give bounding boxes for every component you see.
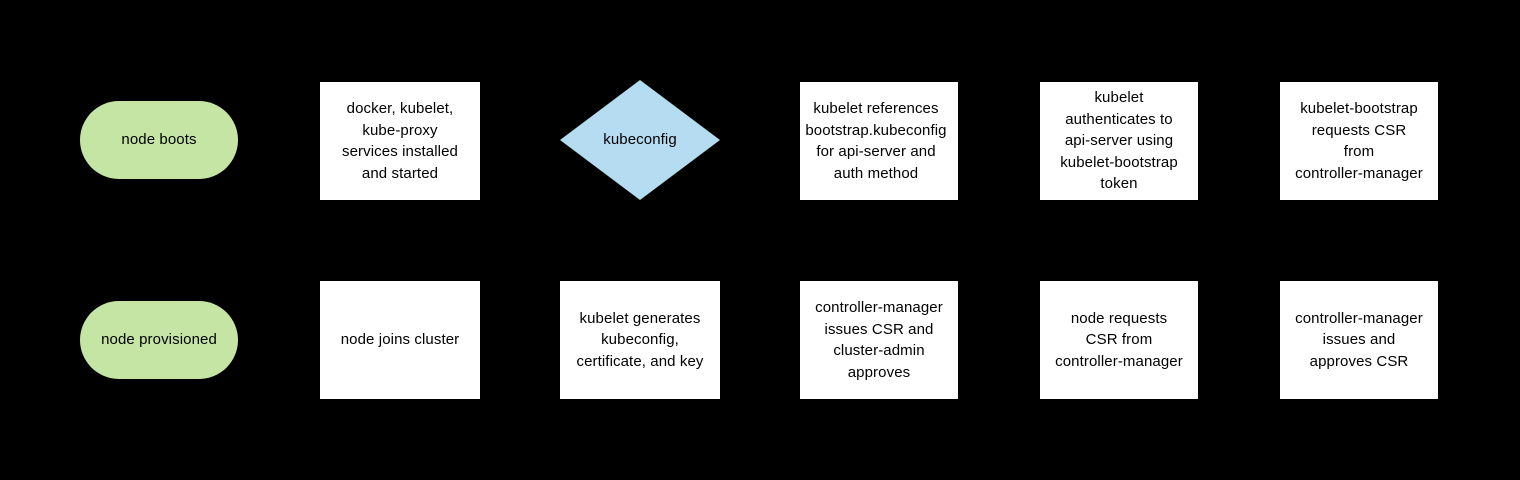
flow-node-label: kubelet references bootstrap.kubeconfig … xyxy=(805,100,947,182)
flow-node-label: kubelet generates kubeconfig, certificat… xyxy=(576,309,704,370)
flow-node-label: kubelet authenticates to api-server usin… xyxy=(1060,89,1178,193)
flow-node-controller-manager-issues-csr[interactable]: controller-manager issues CSR and cluste… xyxy=(800,281,958,399)
flow-node-kubelet-references-bootstrap[interactable]: kubelet references bootstrap.kubeconfig … xyxy=(800,82,958,200)
flow-node-kubelet-authenticates[interactable]: kubelet authenticates to api-server usin… xyxy=(1040,82,1198,200)
flow-node-label: kubelet-bootstrap requests CSR from cont… xyxy=(1295,100,1423,182)
flow-node-label: kubeconfig xyxy=(603,131,677,149)
flow-node-label: docker, kubelet, kube-proxy services ins… xyxy=(341,100,458,182)
flow-node-node-requests-csr[interactable]: node requests CSR from controller-manage… xyxy=(1040,281,1198,399)
flow-node-kubelet-bootstrap-requests-csr[interactable]: kubelet-bootstrap requests CSR from cont… xyxy=(1280,82,1438,200)
flow-node-kubeconfig[interactable]: kubeconfig xyxy=(560,80,720,200)
flow-node-label: node provisioned xyxy=(101,331,217,349)
flow-node-kubelet-generates[interactable]: kubelet generates kubeconfig, certificat… xyxy=(560,281,720,399)
flow-node-label: node joins cluster xyxy=(340,331,460,349)
flow-node-label: node boots xyxy=(121,131,197,149)
flow-node-node-provisioned[interactable]: node provisioned xyxy=(80,301,238,379)
flow-node-node-boots[interactable]: node boots xyxy=(80,101,238,179)
flow-node-node-joins-cluster[interactable]: node joins cluster xyxy=(320,281,480,399)
flow-node-label: controller-manager issues and approves C… xyxy=(1295,309,1423,370)
flow-node-controller-manager-issues-approves[interactable]: controller-manager issues and approves C… xyxy=(1280,281,1438,399)
flow-node-label: node requests CSR from controller-manage… xyxy=(1055,309,1183,370)
flow-node-label: controller-manager issues CSR and cluste… xyxy=(815,299,943,381)
flow-node-services-installed[interactable]: docker, kubelet, kube-proxy services ins… xyxy=(320,82,480,200)
